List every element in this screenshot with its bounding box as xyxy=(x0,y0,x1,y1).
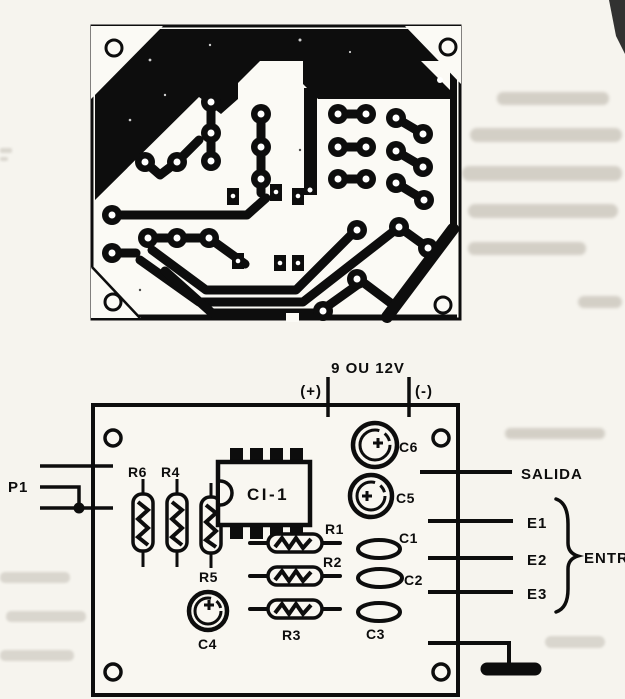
capacitor-c4: C4 xyxy=(186,589,230,652)
power-voltage-label: 9 OU 12V xyxy=(331,360,405,377)
capacitor-c3-label: C3 xyxy=(366,626,385,642)
pcb-round-pads xyxy=(102,77,443,321)
pcb-mounting-holes xyxy=(103,37,458,315)
capacitor-c1-label: C1 xyxy=(399,530,418,546)
ic-pin1-notch xyxy=(219,479,234,507)
capacitor-c6-label: C6 xyxy=(399,439,418,455)
placement-mounting-holes xyxy=(103,428,451,682)
minus-label: (-) xyxy=(415,383,433,400)
component-placement-diagram: 9 OU 12V (+) (-) P1 R6 R4 xyxy=(8,360,625,697)
plus-label: (+) xyxy=(300,383,322,400)
pcb-center-trace xyxy=(304,88,317,195)
pcb-ground-plane xyxy=(95,29,457,200)
page-bleed-artifacts xyxy=(462,92,622,439)
scan-edge-blob xyxy=(609,0,625,54)
pcb-border-gap xyxy=(286,313,299,322)
capacitor-c6: C6 xyxy=(350,420,418,470)
resistor-r1: R1 xyxy=(248,521,344,554)
resistor-r3-label: R3 xyxy=(282,627,301,643)
pcb-square-pad-holes xyxy=(230,189,301,266)
inputs-group-label: ENTR xyxy=(584,550,625,567)
inputs-brace xyxy=(554,497,585,614)
ic-pins xyxy=(230,448,303,539)
capacitor-c5-label: C5 xyxy=(396,490,415,506)
resistor-r1-label: R1 xyxy=(325,521,344,537)
input-label-e1: E1 xyxy=(527,515,547,532)
ground-wire xyxy=(428,641,511,664)
resistor-r4-label: R4 xyxy=(161,464,180,480)
ic-label: CI-1 xyxy=(247,485,289,504)
input-label-e2: E2 xyxy=(527,552,547,569)
resistor-r6-label: R6 xyxy=(128,464,147,480)
page-bleed-artifacts-lower xyxy=(0,148,605,661)
resistor-r4: R4 xyxy=(161,464,189,567)
resistor-r2: R2 xyxy=(248,554,342,587)
input-label-e3: E3 xyxy=(527,586,547,603)
pcb-speckles-black xyxy=(138,118,392,292)
capacitor-c5: C5 xyxy=(347,472,415,520)
resistor-r3: R3 xyxy=(248,598,342,643)
resistor-r5-label: R5 xyxy=(199,569,218,585)
pcb-via-hole xyxy=(307,187,313,193)
capacitor-c3: C3 xyxy=(356,601,402,642)
ic-ci1: CI-1 xyxy=(215,448,313,539)
resistor-r2-label: R2 xyxy=(323,554,342,570)
pcb-copper-layout xyxy=(90,24,462,323)
capacitor-c2-label: C2 xyxy=(404,572,423,588)
salida-label: SALIDA xyxy=(521,466,583,483)
resistor-r6: R6 xyxy=(128,464,155,567)
p1-label: P1 xyxy=(8,479,28,496)
pcb-speckles-white xyxy=(128,38,352,122)
capacitor-c1: C1 xyxy=(356,530,418,560)
p1-wire-junction xyxy=(73,502,85,514)
capacitor-c4-label: C4 xyxy=(198,636,217,652)
pcb-right-edge-trace xyxy=(450,61,457,230)
capacitor-c2: C2 xyxy=(356,567,423,589)
